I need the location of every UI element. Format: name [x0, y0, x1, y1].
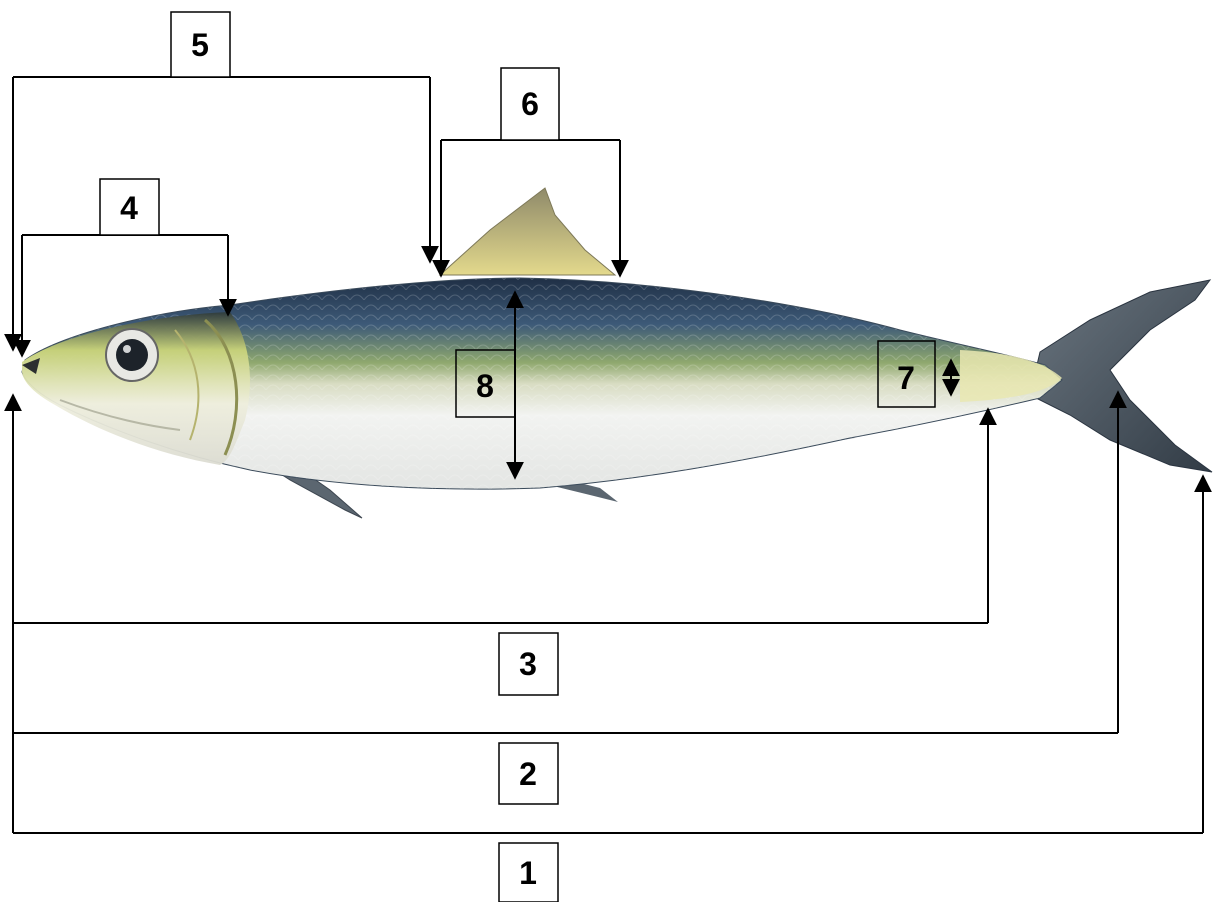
label-6-text: 6: [521, 86, 539, 122]
label-5-text: 5: [191, 27, 209, 63]
label-8-text: 8: [476, 368, 494, 404]
label-box-4: 4: [100, 179, 159, 235]
label-1-text: 1: [519, 855, 537, 891]
dorsal-fin: [440, 188, 615, 275]
fish-illustration: [22, 188, 1212, 518]
label-box-5: 5: [171, 12, 230, 77]
label-box-2: 2: [499, 743, 558, 804]
label-2-text: 2: [519, 756, 537, 792]
label-box-6: 6: [501, 68, 559, 140]
label-4-text: 4: [120, 190, 138, 226]
label-7-text: 7: [897, 360, 915, 396]
label-box-3: 3: [499, 633, 558, 695]
label-3-text: 3: [519, 646, 537, 682]
label-box-1: 1: [499, 843, 558, 902]
